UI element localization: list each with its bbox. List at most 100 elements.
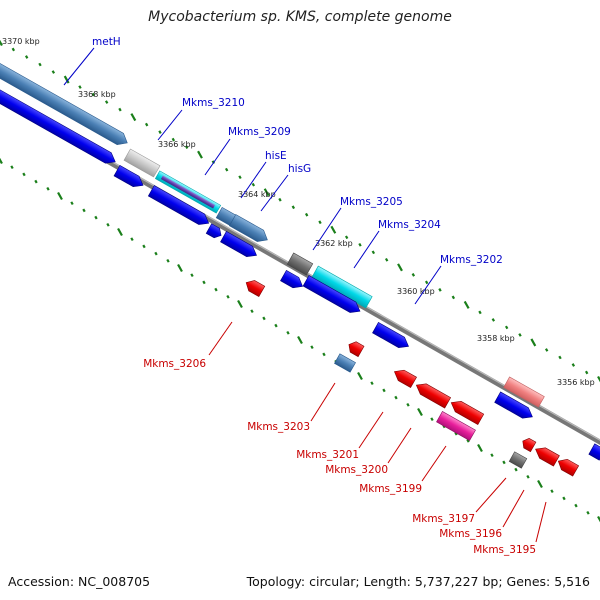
lower-tick-dot <box>226 294 230 299</box>
gene-label-Mkms_3204[interactable]: Mkms_3204 <box>378 219 441 231</box>
gene-Mkms_3196[interactable] <box>533 444 560 467</box>
gene-Mkms_3201[interactable] <box>391 366 417 389</box>
gene-red-small[interactable] <box>346 339 365 358</box>
gene-salmon-bar[interactable] <box>503 376 545 408</box>
lower-tick-dot <box>70 201 74 206</box>
gene-Mkms_3200[interactable] <box>413 380 452 409</box>
gene-Mkms_3202-arrow[interactable] <box>372 322 412 351</box>
gene-blue-right-arrow[interactable] <box>494 391 536 422</box>
upper-tick-dot <box>358 242 362 247</box>
gene-label-Mkms_3209[interactable]: Mkms_3209 <box>228 126 291 138</box>
leader-Mkms_3204 <box>353 230 380 269</box>
upper-tick-dot <box>197 150 203 159</box>
gene-label-Mkms_3195[interactable]: Mkms_3195 <box>473 544 536 556</box>
fwd-gene-2[interactable] <box>113 164 146 190</box>
upper-tick-dot <box>584 370 589 375</box>
gene-red-mid[interactable] <box>448 397 485 426</box>
upper-tick-dot <box>130 113 137 122</box>
upper-tick-dot <box>91 92 96 97</box>
gene-label-metH[interactable]: metH <box>92 36 121 48</box>
fwd-gene-edge[interactable] <box>588 443 600 461</box>
gene-Mkms_3205-box[interactable] <box>286 252 314 276</box>
gene-label-Mkms_3202[interactable]: Mkms_3202 <box>440 254 503 266</box>
gene-label-Mkms_3201[interactable]: Mkms_3201 <box>296 449 359 461</box>
upper-tick-dot <box>330 225 337 234</box>
leader-Mkms_3199 <box>421 445 447 482</box>
lower-tick-dot <box>190 273 194 278</box>
upper-tick-dot <box>518 333 522 337</box>
accession-text: Accession: NC_008705 <box>8 574 151 589</box>
gene-label-Mkms_3206[interactable]: Mkms_3206 <box>143 358 206 370</box>
gene-red-r1[interactable] <box>520 436 537 453</box>
lower-tick-dot <box>130 237 134 242</box>
upper-tick-dot <box>278 197 282 202</box>
gene-label-Mkms_3199[interactable]: Mkms_3199 <box>359 483 422 495</box>
upper-tick-dot <box>530 338 537 347</box>
gene-label-Mkms_3210[interactable]: Mkms_3210 <box>182 97 245 109</box>
gene-Mkms_3195[interactable] <box>555 456 580 477</box>
fwd-gene-4[interactable] <box>205 223 224 240</box>
kbp-tick-label: 3368 kbp <box>78 90 116 99</box>
upper-tick-dot <box>251 182 256 187</box>
gene-label-Mkms_3203[interactable]: Mkms_3203 <box>247 421 310 433</box>
lower-tick-dot <box>82 208 86 213</box>
lower-tick-dot <box>177 263 183 273</box>
upper-tick-dot <box>558 355 562 360</box>
gene-metH-bar[interactable] <box>0 63 130 148</box>
upper-tick-dot <box>11 47 16 52</box>
lower-tick-dot <box>382 388 386 393</box>
gene-Mkms_3206[interactable] <box>243 277 266 298</box>
lower-tick-dot <box>117 227 123 237</box>
upper-tick-dot <box>304 212 309 217</box>
lower-tick-dot <box>142 244 146 249</box>
leader-metH <box>63 47 95 86</box>
gene-Mkms_3203-box[interactable] <box>334 353 356 373</box>
upper-tick-dot <box>371 250 376 255</box>
gene-Mkms_3204-bar[interactable] <box>311 265 373 309</box>
lower-tick-dot <box>262 316 266 321</box>
fwd-gene-7[interactable] <box>302 275 363 317</box>
gene-label-hisE[interactable]: hisE <box>265 150 287 162</box>
upper-tick-dot <box>438 288 442 292</box>
fwd-gene-5[interactable] <box>220 231 260 260</box>
gene-label-Mkms_3205[interactable]: Mkms_3205 <box>340 196 403 208</box>
upper-tick-dot <box>318 220 322 225</box>
lower-tick-dot <box>237 299 243 309</box>
leader-Mkms_3197 <box>475 477 507 513</box>
leader-Mkms_3205 <box>312 207 342 251</box>
upper-tick-dot <box>224 167 229 172</box>
gene-hisG-bar[interactable] <box>228 214 270 245</box>
kbp-tick-label: 3358 kbp <box>477 334 515 343</box>
upper-tick-dot <box>184 145 189 150</box>
gene-Mkms_3209-inner[interactable] <box>160 175 216 209</box>
lower-tick-dot <box>106 222 110 227</box>
gene-Mkms_3197-box[interactable] <box>508 451 528 469</box>
lower-tick-dot <box>586 510 590 515</box>
gene-label-hisG[interactable]: hisG <box>288 163 311 175</box>
lower-tick-dot <box>370 381 374 386</box>
upper-tick-dot <box>263 188 270 197</box>
upper-tick-dot <box>397 263 403 272</box>
gene-Mkms_3210-box[interactable] <box>123 148 161 178</box>
lower-tick-dot <box>154 251 158 256</box>
fwd-gene-1[interactable] <box>0 82 118 167</box>
gene-label-Mkms_3200[interactable]: Mkms_3200 <box>325 464 388 476</box>
upper-tick-dot <box>384 257 389 262</box>
gene-label-Mkms_3196[interactable]: Mkms_3196 <box>439 528 502 540</box>
lower-tick-dot <box>22 172 26 177</box>
upper-tick-dot <box>491 318 496 322</box>
leader-Mkms_3200 <box>387 427 412 464</box>
upper-tick-dot <box>238 175 242 180</box>
fwd-gene-6[interactable] <box>280 269 305 291</box>
upper-tick-dot <box>38 62 42 67</box>
lower-tick-dot <box>166 258 170 263</box>
upper-tick-dot <box>411 272 416 277</box>
gene-Mkms_3199[interactable] <box>436 411 476 441</box>
upper-tick-dot <box>24 55 29 59</box>
gene-label-Mkms_3197[interactable]: Mkms_3197 <box>412 513 475 525</box>
fwd-gene-3[interactable] <box>147 185 211 229</box>
kbp-tick-label: 3362 kbp <box>315 239 353 248</box>
lower-tick-dot <box>417 407 423 417</box>
